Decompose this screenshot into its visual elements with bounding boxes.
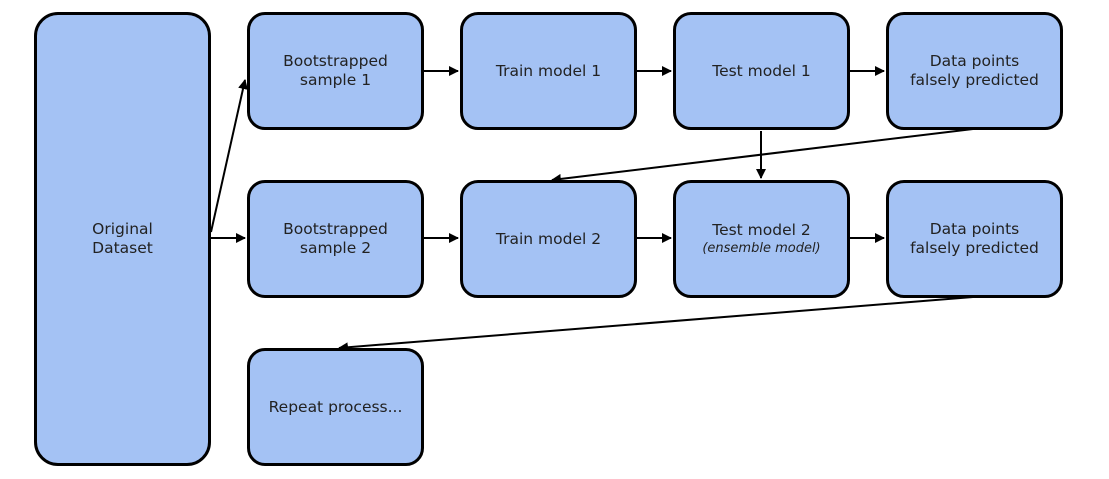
node-falsely-predicted-1: Data points falsely predicted <box>886 12 1063 130</box>
node-test-model-2-note: (ensemble model) <box>702 241 821 256</box>
node-falsely-predicted-2: Data points falsely predicted <box>886 180 1063 298</box>
node-original-dataset: Original Dataset <box>34 12 211 466</box>
node-test-model-2: Test model 2 (ensemble model) <box>673 180 850 298</box>
node-falsely-predicted-1-line-2: falsely predicted <box>910 71 1039 89</box>
edge-falsely-2-to-repeat <box>338 296 974 353</box>
node-repeat-process-label: Repeat process... <box>268 397 403 416</box>
node-test-model-1-label: Test model 1 <box>712 61 811 80</box>
node-bootstrapped-sample-2: Bootstrapped sample 2 <box>247 180 424 298</box>
node-bootstrapped-sample-1-line-2: sample 1 <box>299 71 372 89</box>
node-original-dataset-line-2: Dataset <box>92 239 153 257</box>
node-bootstrapped-sample-2-line-2: sample 2 <box>299 239 372 257</box>
node-bootstrapped-sample-1-line-1: Bootstrapped <box>283 52 388 70</box>
node-train-model-1: Train model 1 <box>460 12 637 130</box>
edge-original-to-sample-1 <box>210 79 248 233</box>
node-falsely-predicted-2-line-1: Data points <box>929 220 1020 238</box>
node-train-model-1-label: Train model 1 <box>495 61 602 80</box>
node-bootstrapped-sample-1: Bootstrapped sample 1 <box>247 12 424 130</box>
node-train-model-2-label: Train model 2 <box>495 229 602 248</box>
node-train-model-2: Train model 2 <box>460 180 637 298</box>
node-test-model-2-label: Test model 2 <box>712 221 811 239</box>
node-test-model-1: Test model 1 <box>673 12 850 130</box>
node-falsely-predicted-1-line-1: Data points <box>929 52 1020 70</box>
node-repeat-process: Repeat process... <box>247 348 424 466</box>
edge-falsely-1-to-train-2 <box>551 128 974 184</box>
node-falsely-predicted-2-line-2: falsely predicted <box>910 239 1039 257</box>
node-bootstrapped-sample-2-line-1: Bootstrapped <box>283 220 388 238</box>
node-original-dataset-line-1: Original <box>92 220 153 238</box>
